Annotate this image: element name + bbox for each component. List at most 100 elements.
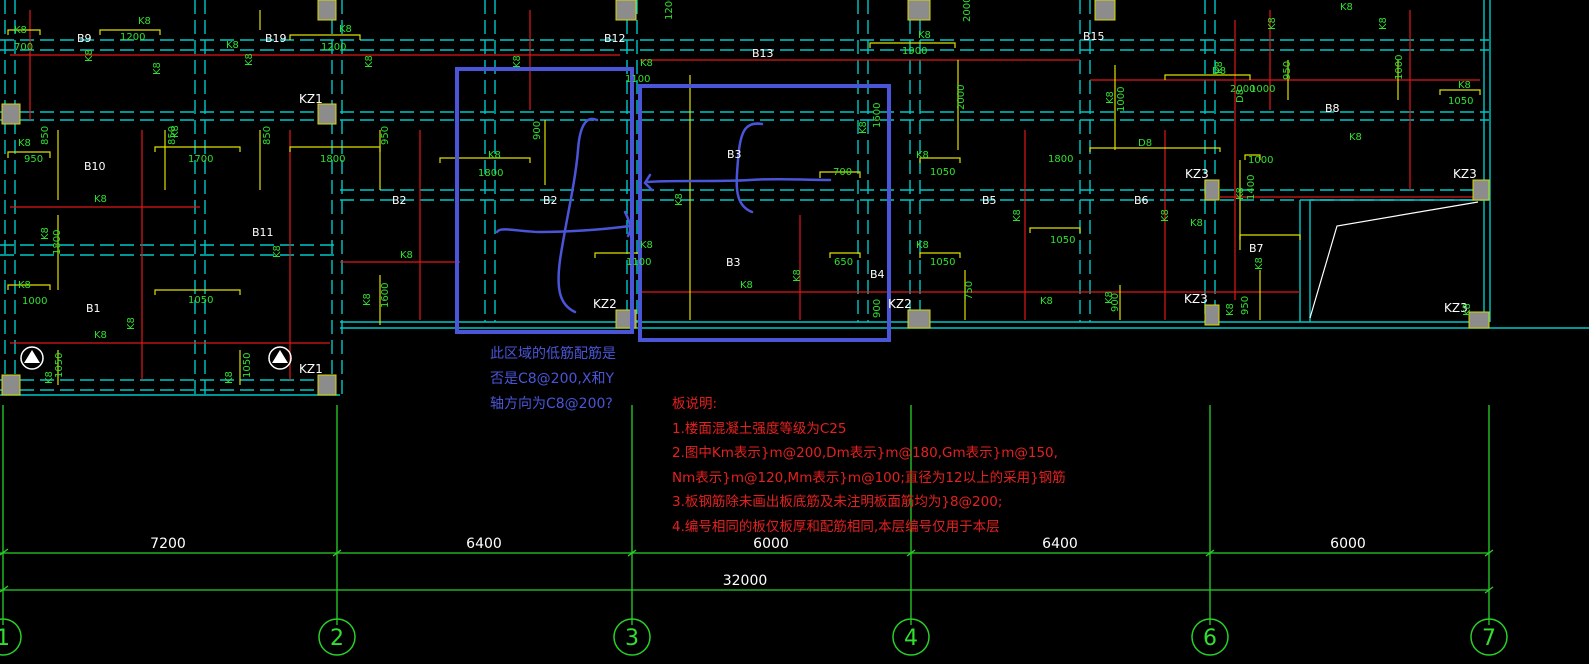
slab-label: B3 xyxy=(727,148,742,161)
axis-bubble-6: 6 xyxy=(1191,618,1229,656)
rebar-label: K8 xyxy=(1349,132,1362,143)
rebar-label: K8 xyxy=(916,240,929,251)
rebar-label: K8 xyxy=(224,371,235,384)
rebar-label: K8 xyxy=(362,293,373,306)
length-label: 1800 xyxy=(1048,154,1073,165)
length-label: 850 xyxy=(40,126,51,145)
rebar-label: K8 xyxy=(364,55,375,68)
column-label: KZ1 xyxy=(299,362,323,376)
length-label: 1200 xyxy=(321,42,346,53)
rebar-label: K8 xyxy=(244,53,255,66)
rebar-label: K8 xyxy=(44,371,55,384)
rebar-lines xyxy=(10,10,1480,380)
handwritten-marks xyxy=(495,117,832,314)
rebar-label: D8 xyxy=(1138,138,1152,149)
length-label: 1050 xyxy=(242,353,253,378)
dimension-texts: 7200 6400 6000 6400 6000 32000 xyxy=(150,536,1366,589)
slab-label: B3 xyxy=(726,256,741,269)
length-label: 900 xyxy=(872,299,883,318)
length-label: 1000 xyxy=(1248,155,1273,166)
length-label: 900 xyxy=(532,121,543,140)
length-label: 1700 xyxy=(188,154,213,165)
rebar-label: K8 xyxy=(916,150,929,161)
question-note: 此区域的低筋配筋是 否是C8@200,X和Y 轴方向为C8@200? xyxy=(490,342,640,417)
axis-label: 6 xyxy=(1203,626,1217,651)
slab-label: B7 xyxy=(1249,242,1264,255)
slab-label: B2 xyxy=(392,194,407,207)
length-label: 1800 xyxy=(320,154,345,165)
slab-label: B15 xyxy=(1083,30,1105,43)
length-label: 1000 xyxy=(1116,87,1127,112)
rebar-label: K8 xyxy=(1235,187,1246,200)
rebar-label: K8 xyxy=(488,150,501,161)
rebar-label: K8 xyxy=(792,269,803,282)
rebar-label: K8 xyxy=(640,58,653,69)
length-label: 850 xyxy=(167,126,178,145)
rebar-label: K8 xyxy=(40,227,51,240)
column-label: KZ3 xyxy=(1444,301,1468,315)
length-label: 700 xyxy=(833,167,852,178)
length-label: 1200 xyxy=(664,0,675,20)
slab-label: B12 xyxy=(604,32,626,45)
rebar-label: K8 xyxy=(170,125,181,138)
rebar-label: K8 xyxy=(1040,296,1053,307)
length-label: 1600 xyxy=(872,103,883,128)
rebar-label: K8 xyxy=(18,138,31,149)
length-label: 1800 xyxy=(478,168,503,179)
column-label: KZ1 xyxy=(299,92,323,106)
rebar-label: K8 xyxy=(339,24,352,35)
rebar-label: K8 xyxy=(512,55,523,68)
highlight-boxes xyxy=(455,67,891,342)
axis-bubble-4: 4 xyxy=(892,618,930,656)
slab-note-item: Nm表示}m@120,Mm表示}m@100;直径为12以上的采用}钢筋 xyxy=(672,469,1066,486)
rebar-label: K8 xyxy=(1267,17,1278,30)
rebar-label: K8 xyxy=(1458,80,1471,91)
length-label: 1200 xyxy=(120,32,145,43)
dim-span-1: 7200 xyxy=(150,536,186,552)
slab-label: B1 xyxy=(86,302,101,315)
length-label: 950 xyxy=(380,126,391,145)
rebar-label: K8 xyxy=(1254,257,1265,270)
slab-label: B4 xyxy=(870,268,885,281)
rebar-label: D8 xyxy=(1235,89,1246,103)
length-label: 950 xyxy=(24,154,43,165)
length-label: 2000 xyxy=(956,85,967,110)
length-label: 650 xyxy=(834,257,853,268)
slab-label: B5 xyxy=(982,194,997,207)
length-label: 1050 xyxy=(930,257,955,268)
length-label: 1100 xyxy=(625,74,650,85)
slab-label: B2 xyxy=(543,194,558,207)
axis-bubble-3: 3 xyxy=(613,618,651,656)
rebar-label: D8 xyxy=(1212,66,1226,77)
beam-lines xyxy=(0,0,1589,396)
axis-label: 2 xyxy=(330,626,344,651)
rebar-label: K8 xyxy=(126,317,137,330)
length-label: 1100 xyxy=(626,257,651,268)
length-label: 1050 xyxy=(188,295,213,306)
length-label: 1400 xyxy=(1246,175,1257,200)
section-symbols xyxy=(20,346,292,370)
rebar-label: K8 xyxy=(640,240,653,251)
column-label: KZ2 xyxy=(593,297,617,311)
column-label: KZ3 xyxy=(1184,292,1208,306)
rebar-label: K8 xyxy=(1160,209,1171,222)
length-label: 1600 xyxy=(380,283,391,308)
axis-bubble-7: 7 xyxy=(1470,618,1508,656)
axis-bubble-1: 1 xyxy=(0,618,22,656)
rebar-label: K8 xyxy=(94,330,107,341)
dim-span-3: 6000 xyxy=(753,536,789,552)
rebar-label: K8 xyxy=(674,193,685,206)
axis-label: 3 xyxy=(625,626,639,651)
rebar-label: K8 xyxy=(226,40,239,51)
length-label: 2000 xyxy=(1230,84,1255,95)
axis-bubble-2: 2 xyxy=(318,618,356,656)
rebar-label: K8 xyxy=(14,25,27,36)
opening-outline xyxy=(1309,201,1479,319)
rebar-label: K8 xyxy=(94,194,107,205)
length-label: 700 xyxy=(14,42,33,53)
slab-notes: 板说明: 1.楼面混凝土强度等级为C25 2.图中Km表示}m@200,Dm表示… xyxy=(672,392,1132,539)
